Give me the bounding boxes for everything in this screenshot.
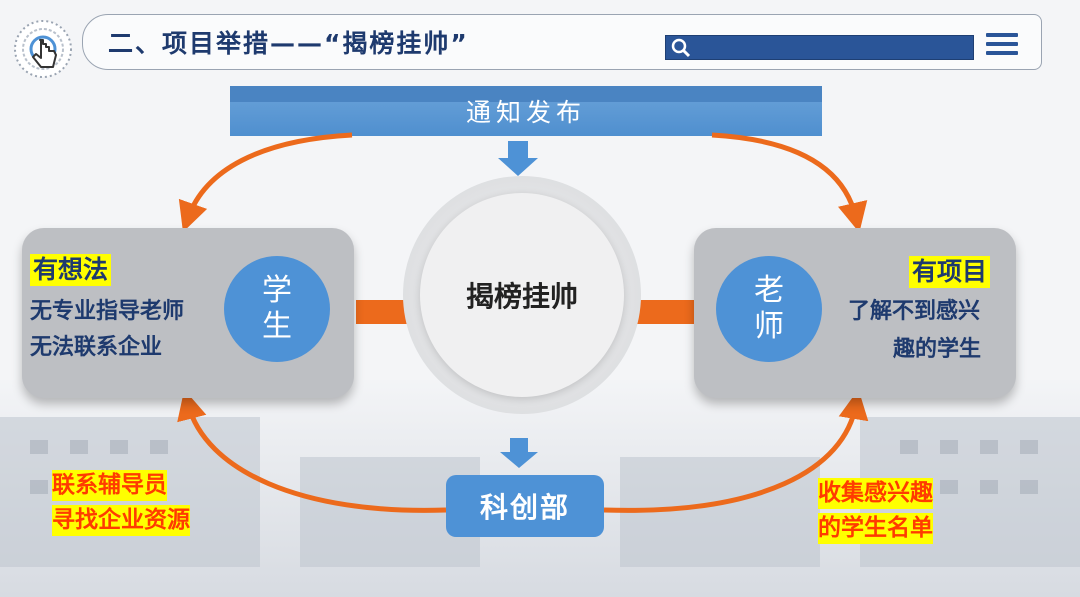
left-note-line-1: 联系辅导员: [52, 470, 167, 501]
innovation-dept-box: 科创部: [446, 475, 604, 537]
arrow-down-bottom: [500, 438, 538, 468]
teacher-line-1: 了解不到感兴: [848, 299, 981, 324]
student-role-char-2: 生: [262, 309, 292, 344]
student-role-char-1: 学: [262, 273, 292, 308]
left-note-line-2: 寻找企业资源: [52, 505, 190, 536]
teacher-line-2: 趣的学生: [893, 337, 982, 362]
search-icon: [671, 38, 691, 58]
right-note-line-2: 的学生名单: [818, 513, 933, 544]
arrow-dept-to-student: [177, 389, 447, 513]
arrow-down-top: [498, 141, 538, 176]
arrow-banner-to-teacher: [711, 132, 868, 233]
hand-pointer-icon[interactable]: [12, 18, 74, 80]
arrow-banner-to-student: [178, 132, 353, 233]
student-line-1: 无专业指导老师: [30, 299, 185, 324]
student-line-2: 无法联系企业: [30, 335, 163, 360]
right-note-line-1: 收集感兴趣: [818, 478, 933, 509]
teacher-role-char-2: 师: [754, 309, 784, 344]
innovation-dept-label: 科创部: [479, 491, 570, 524]
menu-icon[interactable]: [986, 33, 1018, 59]
student-highlight: 有想法: [30, 254, 112, 286]
arrow-dept-to-teacher: [603, 389, 869, 513]
search-input[interactable]: [665, 35, 974, 60]
teacher-role-char-1: 老: [754, 273, 784, 308]
center-label: 揭榜挂帅: [465, 280, 578, 313]
notice-banner: 通知发布: [230, 86, 822, 136]
teacher-highlight: 有项目: [909, 256, 991, 288]
teacher-role-circle: 老 师: [716, 256, 822, 362]
student-role-circle: 学 生: [224, 256, 330, 362]
page-title: 二、项目举措——“揭榜挂帅”: [108, 29, 469, 58]
center-circle: 揭榜挂帅: [420, 193, 624, 397]
